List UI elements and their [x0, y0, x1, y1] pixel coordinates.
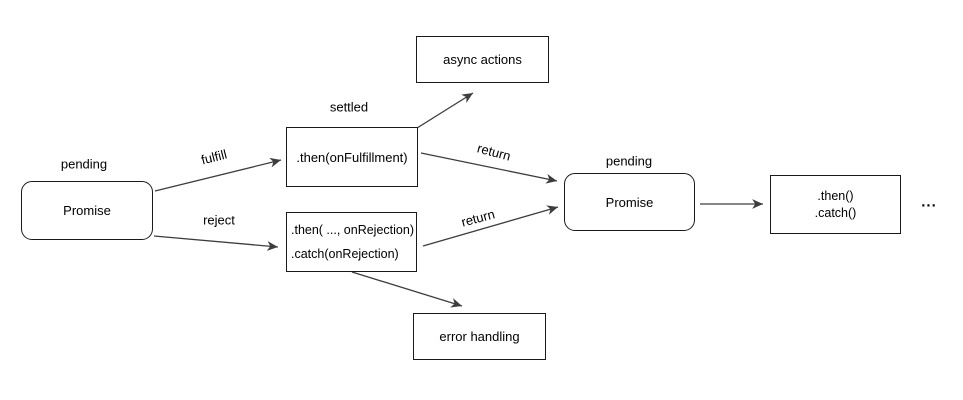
- error-handling-arrow: [351, 271, 463, 308]
- node-promise-chained: Promise: [564, 173, 695, 231]
- return-top-arrow: [420, 152, 558, 184]
- fulfill-arrow: [154, 157, 282, 192]
- node-error-handling: error handling: [413, 313, 546, 360]
- node-chain-catch-line: .catch(): [814, 205, 857, 220]
- node-chain-handlers: .then() .catch(): [770, 175, 901, 234]
- edge-label-reject: reject: [201, 212, 237, 228]
- node-async-actions: async actions: [416, 36, 549, 83]
- node-then-onfulfillment: .then(onFulfillment): [286, 127, 418, 187]
- state-label-pending-1: pending: [58, 156, 110, 172]
- node-promise-initial: Promise: [21, 181, 153, 240]
- node-then-onrejection-line: .then( ..., onRejection): [291, 223, 414, 237]
- async-actions-arrow: [416, 92, 474, 129]
- node-then-onfulfillment-label: .then(onFulfillment): [296, 149, 408, 165]
- node-error-handling-label: error handling: [439, 329, 520, 344]
- return-bottom-arrow: [422, 205, 559, 247]
- state-label-settled: settled: [327, 99, 371, 115]
- node-catch-onrejection-line: .catch(onRejection): [291, 247, 399, 261]
- node-promise-chained-label: Promise: [605, 194, 654, 210]
- chain-continues-ellipsis: ...: [921, 193, 937, 211]
- node-then-catch-onrejection: .then( ..., onRejection) .catch(onReject…: [286, 212, 417, 272]
- reject-arrow: [153, 235, 279, 251]
- node-promise-initial-label: Promise: [63, 203, 111, 218]
- state-label-pending-2: pending: [603, 153, 655, 169]
- node-chain-then-line: .then(): [817, 188, 854, 203]
- node-async-actions-label: async actions: [443, 52, 522, 67]
